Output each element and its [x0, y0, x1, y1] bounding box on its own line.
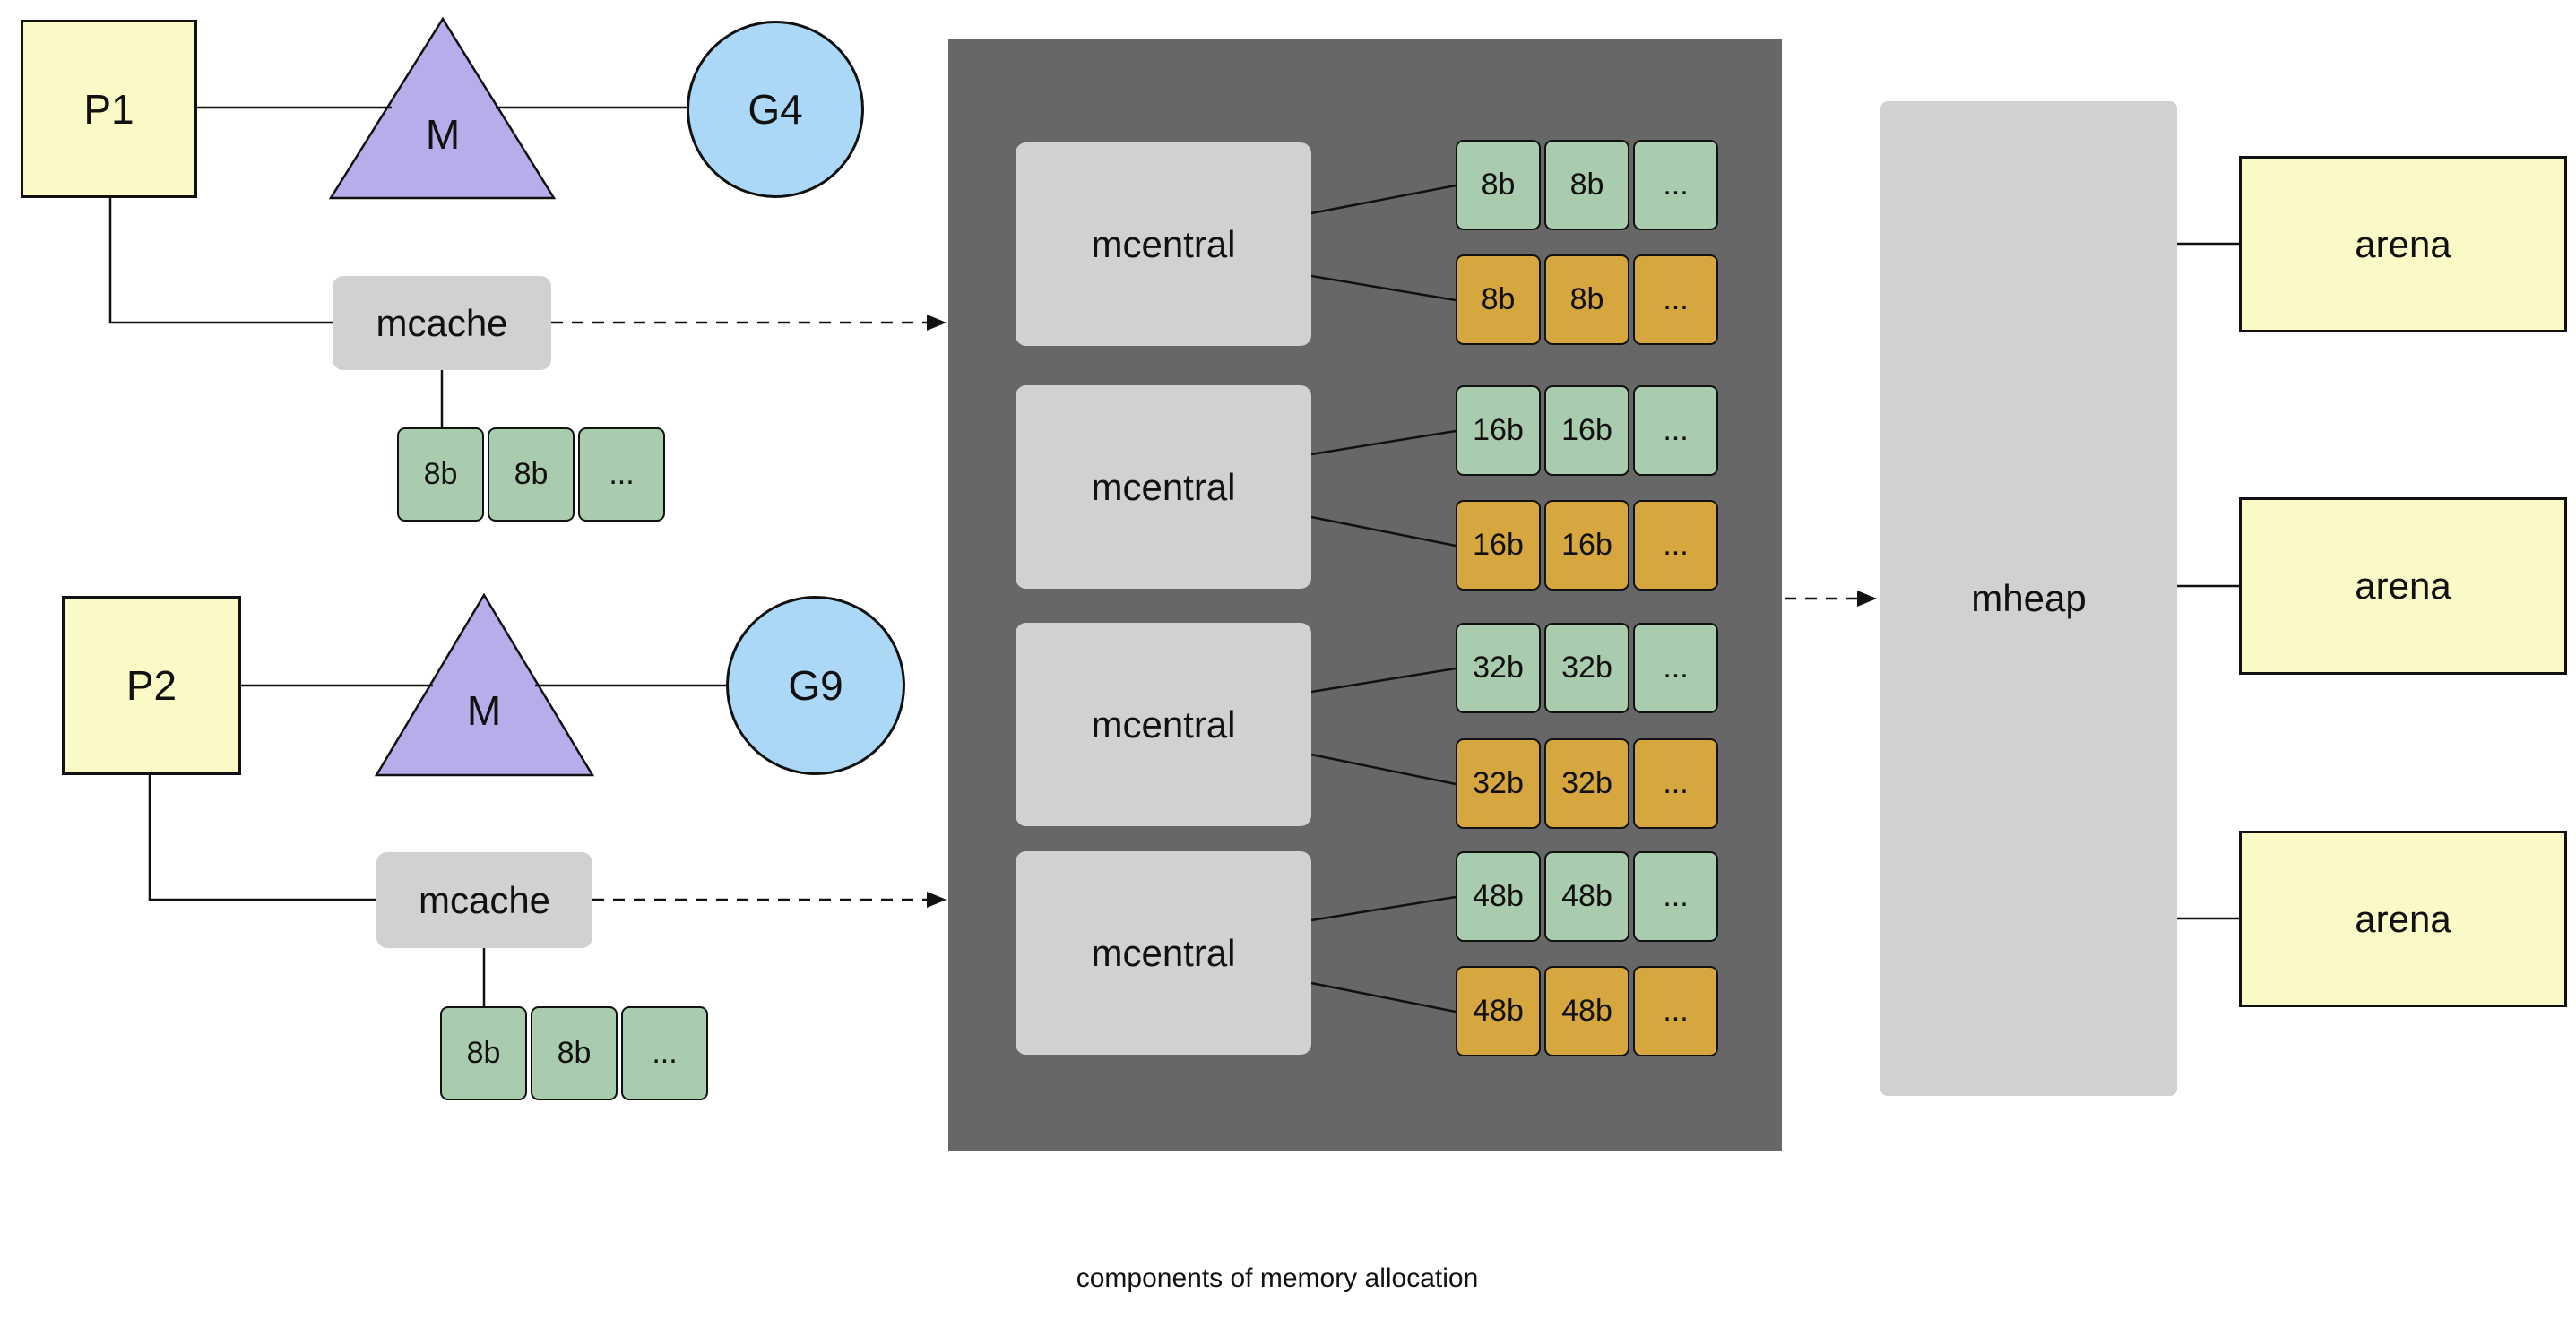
mheap-box: mheap: [1880, 101, 2177, 1096]
mcentral-box-1: mcentral: [1016, 142, 1311, 346]
arena-box-3: arena: [2239, 831, 2567, 1007]
mcache-1-label: mcache: [376, 301, 508, 344]
mcentral-4-label: mcentral: [1091, 931, 1236, 974]
span-cell: 48b: [1456, 966, 1541, 1056]
span-cell-ellipsis: ...: [1633, 966, 1718, 1056]
arrowhead-mcache2: [927, 892, 947, 908]
span-cell: 48b: [1544, 966, 1629, 1056]
span-cell-ellipsis: ...: [578, 427, 665, 522]
machine-triangle-1: [328, 16, 557, 200]
span-cell: 8b: [1456, 254, 1541, 345]
span-cell-ellipsis: ...: [1633, 851, 1718, 942]
span-cell-ellipsis: ...: [621, 1006, 708, 1100]
span-cell-ellipsis: ...: [1633, 385, 1718, 476]
span-row-8b-gold: 8b 8b ...: [1456, 254, 1718, 345]
mcentral-2-label: mcentral: [1091, 465, 1236, 508]
span-cell: 32b: [1544, 623, 1629, 713]
span-cell: 8b: [488, 427, 575, 522]
arrowhead-mheap: [1857, 591, 1877, 607]
span-cell: 8b: [1456, 140, 1541, 230]
arrowhead-mcache1: [927, 315, 947, 331]
span-cell: 16b: [1544, 500, 1629, 591]
span-cell: 8b: [1544, 140, 1629, 230]
span-cell: 32b: [1544, 738, 1629, 829]
arena-box-2: arena: [2239, 497, 2567, 675]
span-row-48b-gold: 48b 48b ...: [1456, 966, 1718, 1056]
processor-p2-label: P2: [125, 662, 177, 709]
mcache-2-span-row: 8b 8b ...: [440, 1006, 708, 1100]
machine-m1-label: M: [425, 111, 461, 158]
span-cell-ellipsis: ...: [1633, 623, 1718, 713]
goroutine-g4-node: G4: [687, 21, 864, 198]
span-cell: 8b: [397, 427, 484, 522]
processor-p1-node: P1: [21, 20, 197, 198]
mheap-label: mheap: [1971, 577, 2087, 619]
span-cell-ellipsis: ...: [1633, 500, 1718, 591]
mcache-1-span-row: 8b 8b ...: [397, 427, 665, 522]
span-row-32b-gold: 32b 32b ...: [1456, 738, 1718, 829]
span-cell: 16b: [1456, 385, 1541, 476]
arena-1-label: arena: [2355, 222, 2451, 265]
span-cell: 8b: [440, 1006, 527, 1100]
mcentral-box-3: mcentral: [1016, 623, 1311, 826]
span-cell: 32b: [1456, 623, 1541, 713]
span-cell: 16b: [1544, 385, 1629, 476]
arena-2-label: arena: [2355, 565, 2451, 607]
span-cell: 16b: [1456, 500, 1541, 591]
arena-3-label: arena: [2355, 897, 2451, 940]
processor-p1-label: P1: [83, 85, 134, 133]
span-row-16b-green: 16b 16b ...: [1456, 385, 1718, 476]
mcache-box-1: mcache: [333, 276, 551, 370]
mcentral-box-4: mcentral: [1016, 851, 1311, 1055]
caption: components of memory allocation: [1076, 1263, 1479, 1293]
span-row-8b-green: 8b 8b ...: [1456, 140, 1718, 230]
span-cell: 48b: [1456, 851, 1541, 942]
mcentral-box-2: mcentral: [1016, 385, 1311, 589]
span-cell-ellipsis: ...: [1633, 140, 1718, 230]
goroutine-g4-label: G4: [748, 86, 803, 133]
arena-box-1: arena: [2239, 156, 2567, 332]
span-cell-ellipsis: ...: [1633, 738, 1718, 829]
span-cell: 48b: [1544, 851, 1629, 942]
machine-m2-label: M: [466, 687, 502, 734]
mcentral-3-label: mcentral: [1091, 703, 1236, 746]
span-row-48b-green: 48b 48b ...: [1456, 851, 1718, 942]
span-row-16b-gold: 16b 16b ...: [1456, 500, 1718, 591]
mcentral-1-label: mcentral: [1091, 222, 1236, 265]
processor-p2-node: P2: [62, 596, 241, 775]
span-cell: 8b: [1544, 254, 1629, 345]
goroutine-g9-label: G9: [788, 662, 843, 709]
span-cell: 8b: [531, 1006, 618, 1100]
span-cell: 32b: [1456, 738, 1541, 829]
span-row-32b-green: 32b 32b ...: [1456, 623, 1718, 713]
mcache-box-2: mcache: [376, 852, 592, 948]
goroutine-g9-node: G9: [726, 596, 905, 775]
span-cell-ellipsis: ...: [1633, 254, 1718, 345]
mcache-2-label: mcache: [418, 878, 551, 921]
